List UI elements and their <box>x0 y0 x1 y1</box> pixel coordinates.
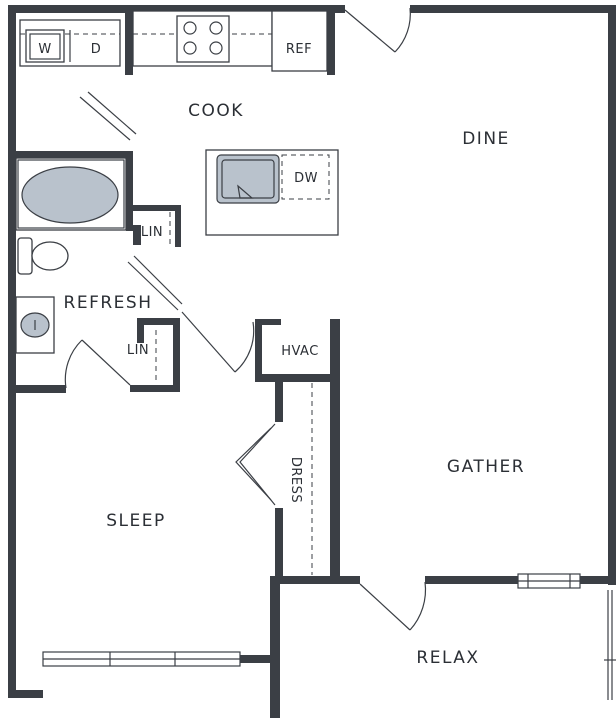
room-label-sleep: SLEEP <box>106 511 166 531</box>
linen-closet-hall: LIN <box>127 330 157 384</box>
sink <box>15 296 55 354</box>
kitchen-island: DW <box>205 149 339 236</box>
dryer-label: D <box>91 42 102 57</box>
dress-label: DRESS <box>288 457 303 503</box>
dress-closet: DRESS <box>288 383 313 575</box>
exterior-walls <box>8 5 616 718</box>
cooktop <box>176 15 230 63</box>
room-labels: COOK DINE REFRESH GATHER SLEEP RELAX <box>64 101 525 668</box>
room-label-relax: RELAX <box>416 648 479 668</box>
doors <box>64 7 427 631</box>
toilet <box>17 237 69 275</box>
hvac-closet: HVAC <box>281 344 319 359</box>
hvac-label: HVAC <box>281 344 319 359</box>
room-label-gather: GATHER <box>447 457 525 477</box>
interior-walls <box>8 151 616 584</box>
windows <box>42 573 616 700</box>
ref-label: REF <box>286 42 312 57</box>
linen-closet-bath: LIN <box>141 212 171 244</box>
room-label-cook: COOK <box>188 101 244 121</box>
lin-label-1: LIN <box>141 225 163 240</box>
lin-label-2: LIN <box>127 343 149 358</box>
bathtub <box>15 157 127 231</box>
room-label-refresh: REFRESH <box>64 293 153 313</box>
dishwasher-label: DW <box>294 171 318 186</box>
refrigerator: REF <box>271 10 328 72</box>
room-label-dine: DINE <box>462 129 510 149</box>
washer-dryer: W D <box>19 19 121 67</box>
washer-label: W <box>38 42 51 57</box>
